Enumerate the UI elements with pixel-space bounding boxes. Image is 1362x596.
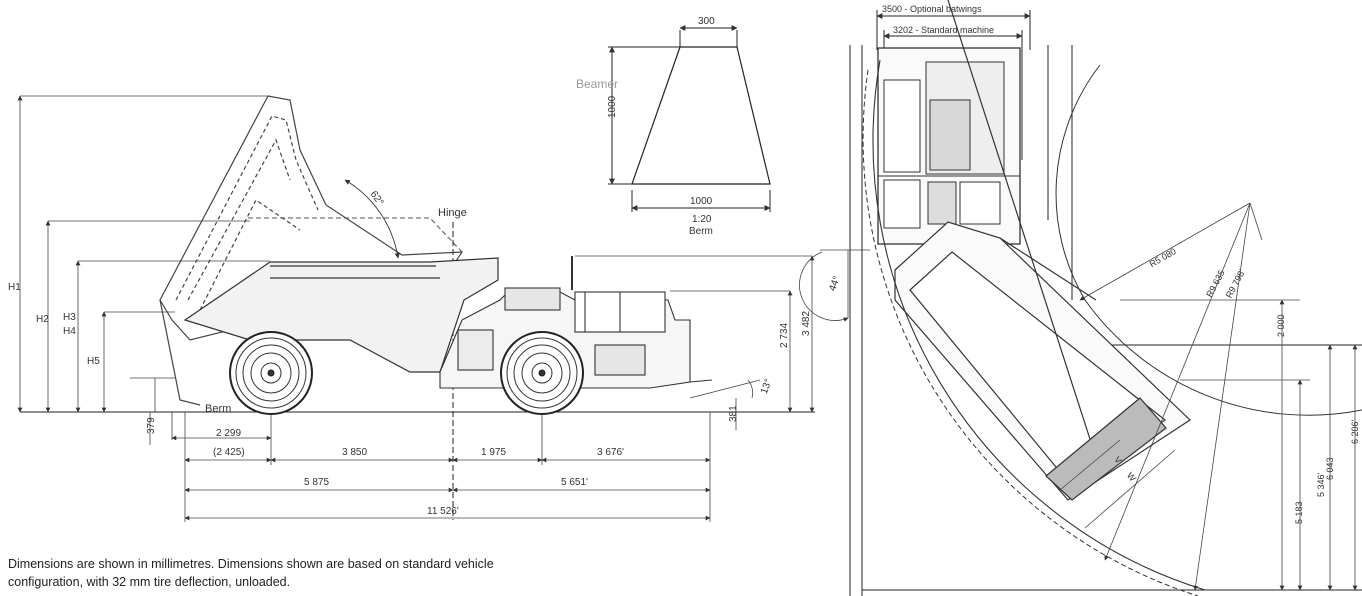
approach-angle-label: 44° <box>827 275 843 293</box>
beamer-top-width: 300 <box>698 16 715 27</box>
dump-angle-arc <box>344 179 400 259</box>
beamer-berm: Berm <box>689 226 713 237</box>
rear-wheel <box>500 331 584 415</box>
dim-5651: 5 651' <box>561 477 588 488</box>
w-label: W <box>1125 470 1138 483</box>
caption-line-1: Dimensions are shown in millimetres. Dim… <box>8 557 494 571</box>
h2-label: H2 <box>36 314 49 325</box>
caption-line-2: configuration, with 32 mm tire deflectio… <box>8 575 291 589</box>
radius-lines <box>1079 202 1263 591</box>
dim-1975: 1 975 <box>481 447 506 458</box>
beamer-base-width: 1000 <box>690 196 713 207</box>
turning-radius-outer <box>872 59 1206 591</box>
dim-6206: 6 206' <box>1350 419 1360 444</box>
dim-2734: 2 734 <box>779 323 790 348</box>
standard-width-label: 3202 - Standard machine <box>893 25 994 35</box>
dim-5346: 5 346' <box>1316 472 1326 497</box>
side-view-labels: H1 H2 H3 H4 H5 Hinge Berm 62° 44° 13° 37… <box>8 189 843 517</box>
height-dimensions <box>17 95 270 445</box>
radius-inner-label: R5 080 <box>1148 246 1178 269</box>
lowered-box-outline <box>248 217 463 253</box>
dim-11526: 11 526' <box>427 506 459 517</box>
dump-angle-label: 62° <box>368 189 386 208</box>
dim-3850: 3 850 <box>342 447 367 458</box>
dim-5183: 5 183 <box>1294 501 1304 524</box>
beamer-labels: Beamer 300 1000 1000 1:20 Berm <box>576 16 715 237</box>
h1-label: H1 <box>8 282 21 293</box>
h4-label: H4 <box>63 326 76 337</box>
front-wheel <box>229 331 313 415</box>
right-height-dimensions <box>575 255 815 430</box>
turning-radius-inner <box>1055 64 1362 416</box>
dim-3482: 3 482 <box>801 311 812 336</box>
berm-label: Berm <box>205 403 231 415</box>
dim-2425: (2 425) <box>213 447 245 458</box>
beamer-height: 1000 <box>607 95 618 118</box>
dim-379: 379 <box>146 417 157 434</box>
radius-outer-opt-label: R9 798' <box>1224 268 1247 300</box>
dim-3676: 3 676' <box>597 447 624 458</box>
box-top <box>894 0 1191 501</box>
tractor-top <box>877 47 1021 245</box>
beamer-diagram <box>608 25 771 212</box>
dim-2299: 2 299 <box>216 428 241 439</box>
caption: Dimensions are shown in millimetres. Dim… <box>8 555 708 591</box>
side-view <box>17 95 870 522</box>
h3-label: H3 <box>63 312 76 323</box>
dim-5875: 5 875 <box>304 477 329 488</box>
length-dimensions <box>171 412 711 522</box>
turning-radius-outer-opt <box>862 69 1199 596</box>
hinge-label: Hinge <box>438 207 467 219</box>
dim-6043: 6 043 <box>1325 457 1335 480</box>
box-body <box>183 257 499 373</box>
optional-width-label: 3500 - Optional batwings <box>882 4 982 14</box>
v-label: V <box>1112 454 1124 465</box>
beamer-label: Beamer <box>576 77 618 91</box>
dim-381: 381 <box>728 405 739 422</box>
top-view-height-dims <box>1120 299 1358 591</box>
beamer-scale: 1:20 <box>692 214 712 225</box>
top-view <box>849 0 1362 596</box>
dim-2000: 2 000 <box>1276 314 1286 337</box>
departure-angle-label: 13° <box>759 377 775 395</box>
h5-label: H5 <box>87 356 100 367</box>
